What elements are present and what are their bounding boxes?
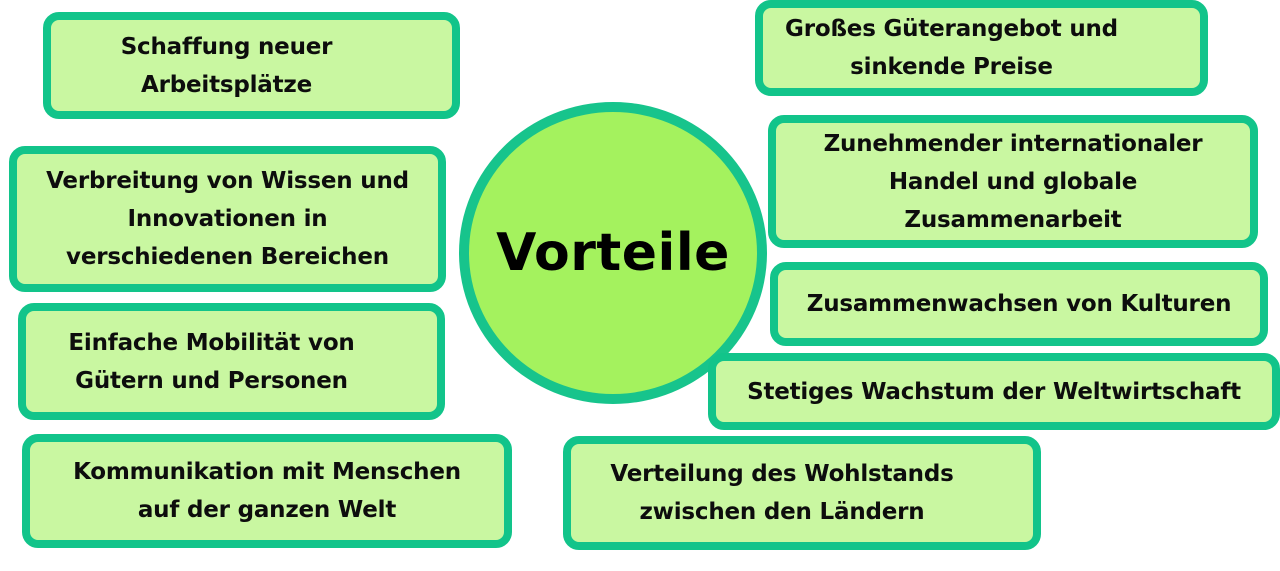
advantage-label: Zusammenwachsen von Kulturen	[806, 291, 1232, 317]
advantage-label: Stetiges Wachstum der Weltwirtschaft	[747, 378, 1241, 405]
advantage-box-wealth-distribution: Verteilung des Wohlstands zwischen den L…	[563, 436, 1041, 550]
advantage-label: Kommunikation mit Menschen auf der ganze…	[73, 459, 461, 523]
advantage-label: Großes Güterangebot und sinkende Preise	[785, 16, 1118, 80]
advantage-box-international-trade: Zunehmender internationaler Handel und g…	[768, 115, 1258, 248]
central-topic-label: Vorteile	[496, 223, 730, 283]
advantage-box-communication: Kommunikation mit Menschen auf der ganze…	[22, 434, 512, 548]
advantage-box-new-jobs: Schaffung neuer Arbeitsplätze	[43, 12, 460, 119]
advantage-box-knowledge-spread: Verbreitung von Wissen und Innovationen …	[9, 146, 446, 292]
advantage-label: Schaffung neuer Arbeitsplätze	[120, 33, 333, 98]
advantage-label: Zunehmender internationaler Handel und g…	[823, 130, 1203, 233]
advantage-box-cultures: Zusammenwachsen von Kulturen	[770, 262, 1268, 346]
advantage-box-economic-growth: Stetiges Wachstum der Weltwirtschaft	[708, 353, 1280, 430]
advantage-box-mobility: Einfache Mobilität von Gütern und Person…	[18, 303, 445, 420]
central-topic-circle: Vorteile	[459, 102, 767, 404]
advantage-label: Verbreitung von Wissen und Innovationen …	[46, 168, 409, 270]
advantage-box-goods-supply: Großes Güterangebot und sinkende Preise	[755, 0, 1208, 96]
advantage-label: Einfache Mobilität von Gütern und Person…	[68, 329, 355, 394]
advantage-label: Verteilung des Wohlstands zwischen den L…	[610, 461, 954, 525]
